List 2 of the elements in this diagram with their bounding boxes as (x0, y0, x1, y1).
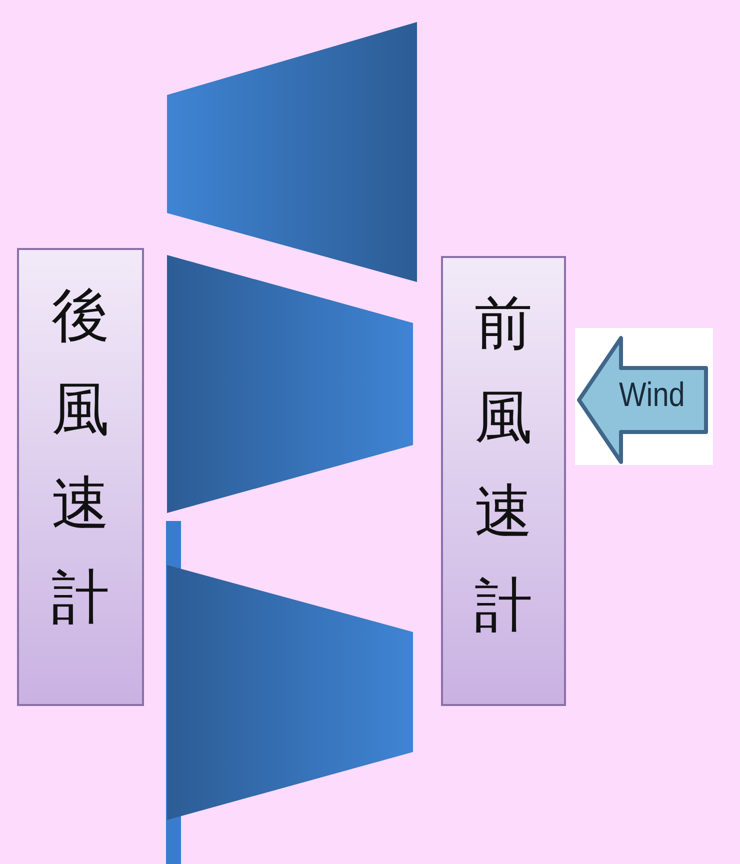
label-box: 後風速計 (17, 248, 144, 706)
label-box: 前風速計 (441, 256, 566, 706)
